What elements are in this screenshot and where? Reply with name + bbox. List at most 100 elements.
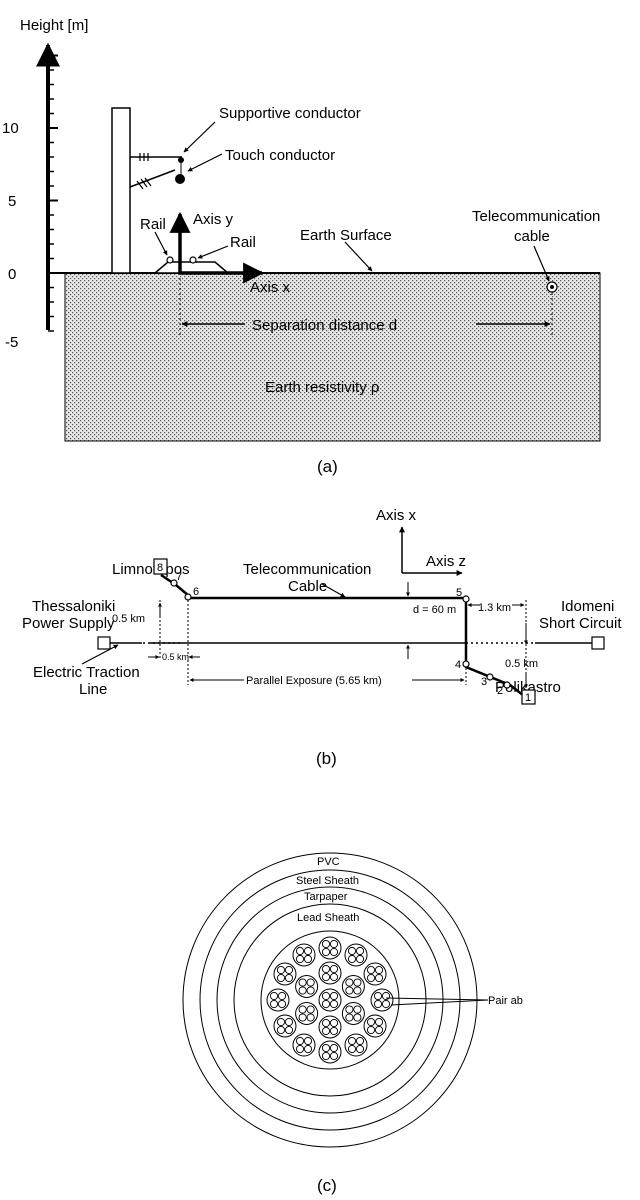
conductor-wire (303, 1044, 313, 1054)
axis-x-label: Axis x (250, 279, 291, 296)
conductor-wire (329, 964, 339, 974)
pair-pointer-2 (390, 999, 489, 1006)
node-5-label: 5 (456, 587, 462, 599)
panel-a: Height [m] 10 5 0 -5 (2, 17, 601, 476)
conductor-wire (355, 946, 365, 956)
conductor-wire (306, 986, 315, 995)
dist-1-3-km: 1.3 km (478, 602, 511, 614)
conductor-wire (355, 1036, 365, 1046)
conductor-wire (295, 946, 305, 956)
conductor-bundle (295, 975, 319, 998)
conductor-wire (347, 1044, 357, 1054)
conductor-wire (306, 1005, 315, 1014)
conductor-wire (276, 1017, 286, 1027)
panel-c: PVC Steel Sheath Tarpaper Lead Sheath Pa… (182, 852, 523, 1195)
earth-surface-label: Earth Surface (300, 227, 392, 244)
conductor-wire (347, 946, 357, 956)
conductor-wire (321, 1043, 331, 1053)
conductor-wire (345, 986, 354, 995)
conductor-wire (276, 973, 286, 983)
node-4 (462, 660, 470, 668)
lead-sheath-label: Lead Sheath (297, 912, 359, 924)
conductor-bundle (318, 936, 342, 960)
thessaloniki-supply-box (97, 636, 111, 650)
earth-region (64, 272, 601, 442)
conductor-wire (303, 946, 313, 956)
tick-label-minus5: -5 (5, 334, 18, 351)
conductor-wire (321, 1051, 331, 1061)
axis-y-label: Axis y (193, 211, 234, 228)
conductor-bundle (292, 943, 316, 967)
telecom-label-pointer (321, 583, 346, 598)
conductor-wire (306, 1013, 315, 1022)
conductor-bundle (318, 961, 342, 985)
conductor-bundle (295, 1002, 319, 1025)
node-7-label: 7 (176, 571, 182, 583)
conductor-wire (374, 965, 384, 975)
touch-pointer (187, 153, 223, 172)
conductor-wire (284, 973, 294, 983)
tick-label-0: 0 (8, 266, 16, 283)
conductor-bundle (266, 988, 290, 1012)
conductor-wire (374, 1025, 384, 1035)
traction-line-label-2: Line (79, 681, 107, 698)
conductor-wire (329, 939, 339, 949)
rail-right (189, 256, 197, 264)
conductor-wire (355, 954, 365, 964)
node-1-label: 1 (525, 692, 531, 704)
conductor-wire (374, 1017, 384, 1027)
conductor-wire (298, 1005, 307, 1014)
conductor-wire (284, 965, 294, 975)
supportive-conductor-label: Supportive conductor (219, 105, 361, 122)
pair-pointer-1 (385, 997, 489, 1001)
conductor-wire (321, 947, 331, 957)
traction-line-label-1: Electric Traction (33, 664, 140, 681)
conductor-wire (345, 1013, 354, 1022)
conductor-wire (329, 991, 339, 1001)
conductor-bundle (363, 1014, 387, 1038)
steel-sheath-label: Steel Sheath (296, 875, 359, 887)
conductor-wire (329, 972, 339, 982)
conductor-wire (353, 1013, 362, 1022)
node-4-label: 4 (455, 659, 461, 671)
conductor-wire (366, 1017, 376, 1027)
conductor-wire (347, 1036, 357, 1046)
idomeni-label-1: Idomeni (561, 598, 614, 615)
dist-left-small: 0.5 km (162, 652, 189, 662)
rail-left-pointer (154, 231, 168, 256)
conductor-wire (329, 1051, 339, 1061)
conductor-wire (321, 964, 331, 974)
conductor-wire (306, 978, 315, 987)
conductor-wire (355, 1044, 365, 1054)
node-8-box (153, 558, 168, 575)
conductor-bundle (273, 1014, 297, 1038)
node-3 (486, 673, 494, 681)
conductor-bundles (266, 936, 394, 1064)
conductor-wire (329, 999, 339, 1009)
conductor-wire (321, 1026, 331, 1036)
pvc-label: PVC (317, 856, 340, 868)
axis-z-label-b: Axis z (426, 553, 466, 570)
conductor-wire (298, 978, 307, 987)
conductor-wire (373, 991, 383, 1001)
conductor-wire (303, 1036, 313, 1046)
parallel-exposure-label: Parallel Exposure (5.65 km) (246, 675, 382, 687)
rail-left (166, 256, 174, 264)
telecom-pointer (533, 245, 550, 282)
tarpaper-label: Tarpaper (304, 891, 348, 903)
conductor-wire (321, 1018, 331, 1028)
rail-left-label: Rail (140, 216, 166, 233)
conductor-wire (276, 1025, 286, 1035)
conductor-bundle (370, 988, 394, 1012)
conductor-wire (345, 1005, 354, 1014)
telecom-cable-route (160, 573, 529, 700)
node-5 (462, 595, 470, 603)
conductor-wire (366, 973, 376, 983)
node-3-label: 3 (481, 676, 487, 688)
conductor-bundle (292, 1033, 316, 1057)
conductor-wire (298, 986, 307, 995)
rail-right-pointer (197, 245, 229, 259)
conductor-bundle (341, 1002, 365, 1025)
conductor-bundle (318, 1040, 342, 1064)
